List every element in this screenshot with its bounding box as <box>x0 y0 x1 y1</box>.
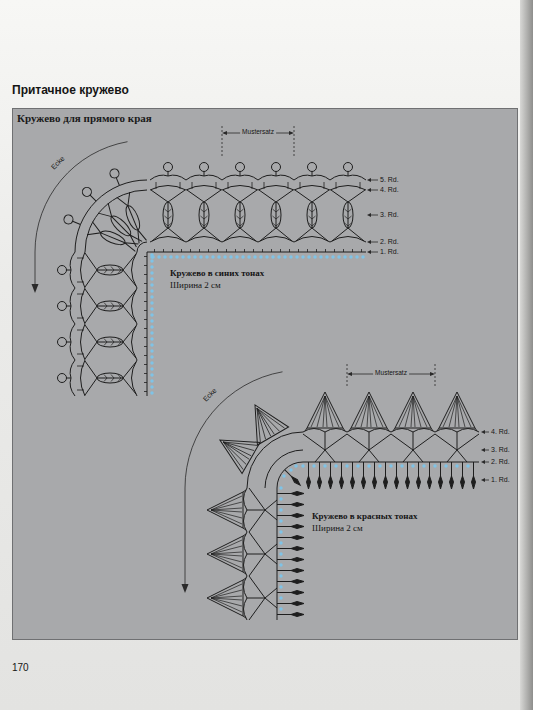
lace-width: Ширина 2 см <box>170 280 221 290</box>
row-label: 5. Rd. <box>380 176 399 184</box>
lace-caption: Кружево в красных тонах <box>312 511 418 521</box>
row-label: 4. Rd. <box>491 428 510 436</box>
row-label: 3. Rd. <box>380 211 399 219</box>
row-label: 1. Rd. <box>380 248 399 256</box>
book-spine <box>520 0 533 710</box>
lace-panel: Кружево для прямого края <box>12 108 518 640</box>
lace-caption: Кружево в синих тонах <box>170 268 264 278</box>
row-label: 1. Rd. <box>491 476 510 484</box>
repeat-label: Mustersatz <box>373 369 409 376</box>
red-arrowheads <box>182 372 486 593</box>
page-number: 170 <box>12 662 29 674</box>
repeat-label: Mustersatz <box>240 128 276 135</box>
row-label: 2. Rd. <box>491 458 510 466</box>
row-label: 4. Rd. <box>380 186 399 194</box>
panel-ground <box>12 108 518 640</box>
row-label: 3. Rd. <box>491 446 510 454</box>
lace-width: Ширина 2 см <box>312 523 363 533</box>
blue-arrowheads <box>32 131 372 293</box>
panel-heading: Кружево для прямого края <box>17 112 152 125</box>
red-lace <box>207 392 479 620</box>
blue-annotations <box>35 126 378 288</box>
page-heading: Притачное кружево <box>12 84 129 98</box>
red-annotations <box>185 364 489 588</box>
blue-lace <box>58 163 367 397</box>
row-label: 2. Rd. <box>380 238 399 246</box>
